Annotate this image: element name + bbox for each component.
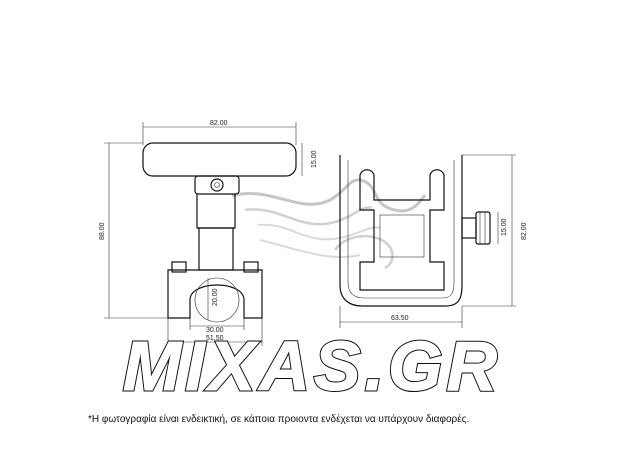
dim-top-width: 82.00 [210,120,228,127]
dim-base-outer: 51.50 [206,335,224,342]
dim-total-height: 88.00 [99,222,106,240]
svg-text:MIXAS.GR: MIXAS.GR [123,327,501,405]
side-frame [339,155,463,307]
brand-logo: MIXAS.GR MIXAS.GR [121,326,501,407]
post [198,227,234,271]
top-pad [142,142,297,177]
front-view: 82.00 15.00 88.00 20.00 30.00 51.50 [99,120,318,346]
side-knob [461,217,477,239]
clamp-body [167,269,263,319]
dim-knob-height: 15.00 [311,150,318,168]
knob-bolt [210,178,224,192]
clamp-hole [194,277,240,323]
dim-side-height: 82.00 [521,222,528,240]
disclaimer-text: *Η φωτογραφία είναι ενδεικτική, σε κάποι… [88,414,470,425]
dim-base-inner: 30.00 [206,327,224,334]
dim-side-width: 63.50 [391,315,409,322]
side-view: 15.00 82.00 63.50 [339,154,528,328]
holder [359,169,445,291]
watermark-logo [231,178,427,270]
knob [194,175,240,195]
svg-text:MIXAS.GR: MIXAS.GR [123,327,501,405]
dim-clamp-inner: 20.00 [212,288,219,306]
dim-side-knob: 15.00 [501,218,508,236]
stem [196,194,236,229]
